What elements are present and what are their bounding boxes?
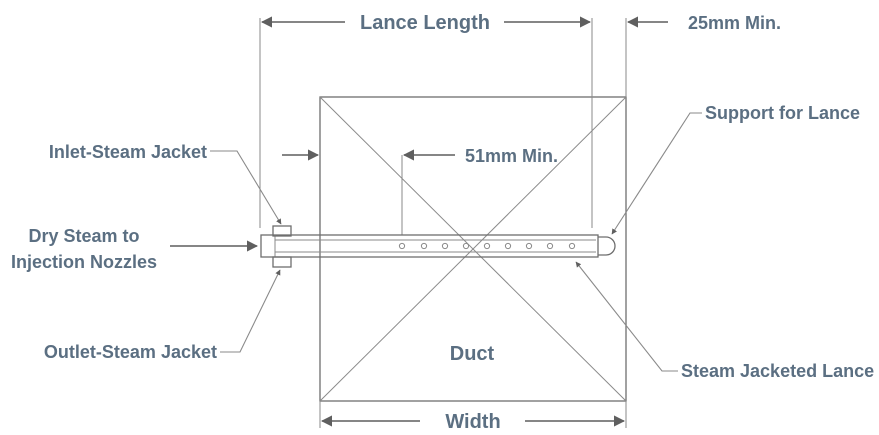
inlet-label: Inlet-Steam Jacket	[49, 142, 207, 162]
min25-label: 25mm Min.	[688, 13, 781, 33]
nozzle	[441, 242, 449, 250]
dimension-arrows	[260, 16, 668, 427]
inlet-steam-jacket-fitting	[272, 225, 292, 237]
width-label: Width	[445, 411, 500, 433]
nozzle	[420, 242, 428, 250]
injection-nozzles	[398, 242, 576, 250]
support-label: Support for Lance	[705, 103, 860, 123]
dry-steam-label-line1: Dry Steam to	[28, 226, 139, 246]
jacketed-lance-label: Steam Jacketed Lance	[681, 361, 874, 381]
nozzle	[525, 242, 533, 250]
nozzle	[483, 242, 491, 250]
duct	[319, 96, 627, 402]
duct-outline	[319, 96, 627, 402]
leader-lines	[170, 112, 702, 372]
extension-lines	[259, 18, 627, 428]
nozzle	[462, 242, 470, 250]
duct-diagonal-2	[319, 96, 627, 402]
jacketed-lance-leader	[575, 261, 678, 372]
outlet-leader	[220, 269, 281, 353]
dry-steam-label-line2: Injection Nozzles	[11, 252, 157, 272]
lance-length-label: Lance Length	[360, 12, 490, 34]
lance-support-loop	[598, 236, 616, 256]
lance-body	[260, 234, 599, 258]
outlet-label: Outlet-Steam Jacket	[44, 342, 217, 362]
nozzle	[546, 242, 554, 250]
outlet-steam-jacket-fitting	[272, 256, 292, 268]
labels: Lance Length 25mm Min. Support for Lance…	[11, 12, 874, 433]
support-leader	[611, 112, 702, 235]
duct-label: Duct	[450, 343, 495, 365]
min51-label: 51mm Min.	[465, 146, 558, 166]
steam-lance	[260, 225, 616, 268]
nozzle	[398, 242, 406, 250]
nozzle	[504, 242, 512, 250]
inlet-leader	[210, 150, 282, 225]
nozzle	[568, 242, 576, 250]
